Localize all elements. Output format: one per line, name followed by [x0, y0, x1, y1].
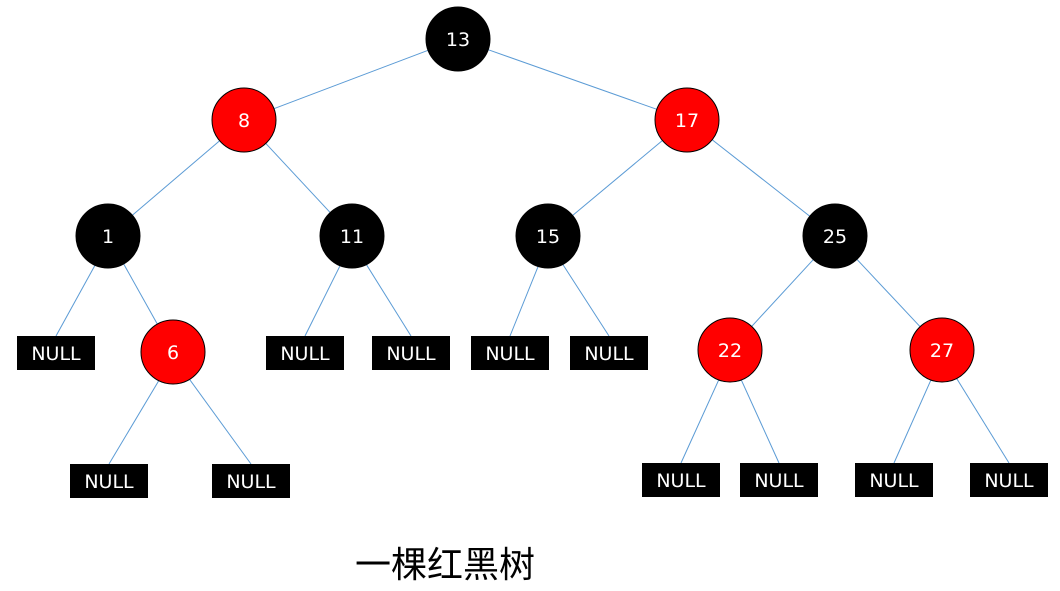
edge-n15-null7 [562, 264, 610, 337]
tree-node-17: 17 [654, 87, 720, 153]
edge-n17-n25 [711, 139, 811, 217]
black-node-circle [802, 203, 868, 269]
null-leaf: NULL [642, 463, 720, 497]
tree-node-15: 15 [515, 203, 581, 269]
null-leaf-box [70, 464, 148, 498]
null-leaf-box [372, 336, 450, 370]
null-leaf-box [855, 463, 933, 497]
node-label: 13 [446, 29, 470, 51]
black-node-circle [425, 6, 491, 72]
red-node-circle [909, 317, 975, 383]
null-leaf: NULL [740, 463, 818, 497]
null-leaf: NULL [372, 336, 450, 370]
tree-node-25: 25 [802, 203, 868, 269]
null-leaf-box [970, 463, 1048, 497]
null-leaf: NULL [212, 464, 290, 498]
null-leaf-label: NULL [84, 471, 134, 493]
black-node-circle [515, 203, 581, 269]
red-node-circle [140, 319, 206, 385]
tree-node-8: 8 [211, 87, 277, 153]
edge-n22-null9 [740, 379, 780, 464]
null-leaf-label: NULL [31, 343, 81, 365]
diagram-caption: 一棵红黑树 [354, 545, 535, 586]
edges-layer [55, 49, 1010, 465]
null-leaf-label: NULL [869, 470, 919, 492]
null-leaves-layer: NULL NULL NULL NULL NULL NULL NULL NULL NULL NULL… [17, 336, 1048, 498]
edge-n6-null2 [108, 380, 160, 465]
edge-n22-null8 [680, 379, 720, 464]
null-leaf-box [642, 463, 720, 497]
edge-n25-n22 [751, 259, 814, 327]
edge-n13-n17 [488, 49, 657, 110]
tree-node-6: 6 [140, 319, 206, 385]
null-leaf: NULL [471, 336, 549, 370]
black-node-circle [75, 203, 141, 269]
null-leaf-label: NULL [584, 343, 634, 365]
null-leaf-box [471, 336, 549, 370]
black-node-circle [319, 203, 385, 269]
edge-n8-n1 [132, 140, 220, 216]
edge-n11-null5 [365, 264, 412, 337]
null-leaf-label: NULL [485, 343, 535, 365]
node-label: 8 [238, 110, 250, 132]
null-leaf-box [266, 336, 344, 370]
null-leaf-label: NULL [754, 470, 804, 492]
tree-node-1: 1 [75, 203, 141, 269]
edge-n27-null10 [893, 379, 932, 464]
null-leaf-label: NULL [226, 471, 276, 493]
node-label: 6 [167, 342, 179, 364]
edge-n1-n6 [123, 263, 158, 325]
red-node-circle [654, 87, 720, 153]
null-leaf-label: NULL [386, 343, 436, 365]
node-label: 11 [340, 226, 364, 248]
edge-n27-null11 [956, 378, 1010, 464]
null-leaf-label: NULL [984, 470, 1034, 492]
null-leaf: NULL [266, 336, 344, 370]
edge-n8-n11 [265, 143, 331, 213]
tree-node-27: 27 [909, 317, 975, 383]
red-node-circle [211, 87, 277, 153]
null-leaf: NULL [855, 463, 933, 497]
tree-node-11: 11 [319, 203, 385, 269]
edge-n17-n15 [572, 140, 663, 216]
tree-node-22: 22 [697, 317, 763, 383]
edge-n13-n8 [273, 49, 429, 110]
node-label: 25 [823, 226, 847, 248]
node-label: 15 [536, 226, 560, 248]
edge-n6-null3 [189, 379, 252, 465]
node-label: 22 [718, 340, 742, 362]
edge-n1-null1 [55, 265, 96, 337]
null-leaf-label: NULL [656, 470, 706, 492]
edge-n15-null6 [509, 266, 539, 337]
node-label: 1 [102, 226, 114, 248]
null-leaf-box [740, 463, 818, 497]
edge-n25-n27 [856, 258, 921, 328]
null-leaf: NULL [70, 464, 148, 498]
null-leaf-box [570, 336, 648, 370]
null-leaf: NULL [17, 336, 95, 370]
tree-node-13: 13 [425, 6, 491, 72]
node-label: 27 [930, 340, 954, 362]
null-leaf: NULL [970, 463, 1048, 497]
null-leaf-box [212, 464, 290, 498]
null-leaf-label: NULL [280, 343, 330, 365]
node-label: 17 [675, 110, 699, 132]
edge-n11-null4 [304, 265, 341, 337]
null-leaf: NULL [570, 336, 648, 370]
null-leaf-box [17, 336, 95, 370]
red-node-circle [697, 317, 763, 383]
